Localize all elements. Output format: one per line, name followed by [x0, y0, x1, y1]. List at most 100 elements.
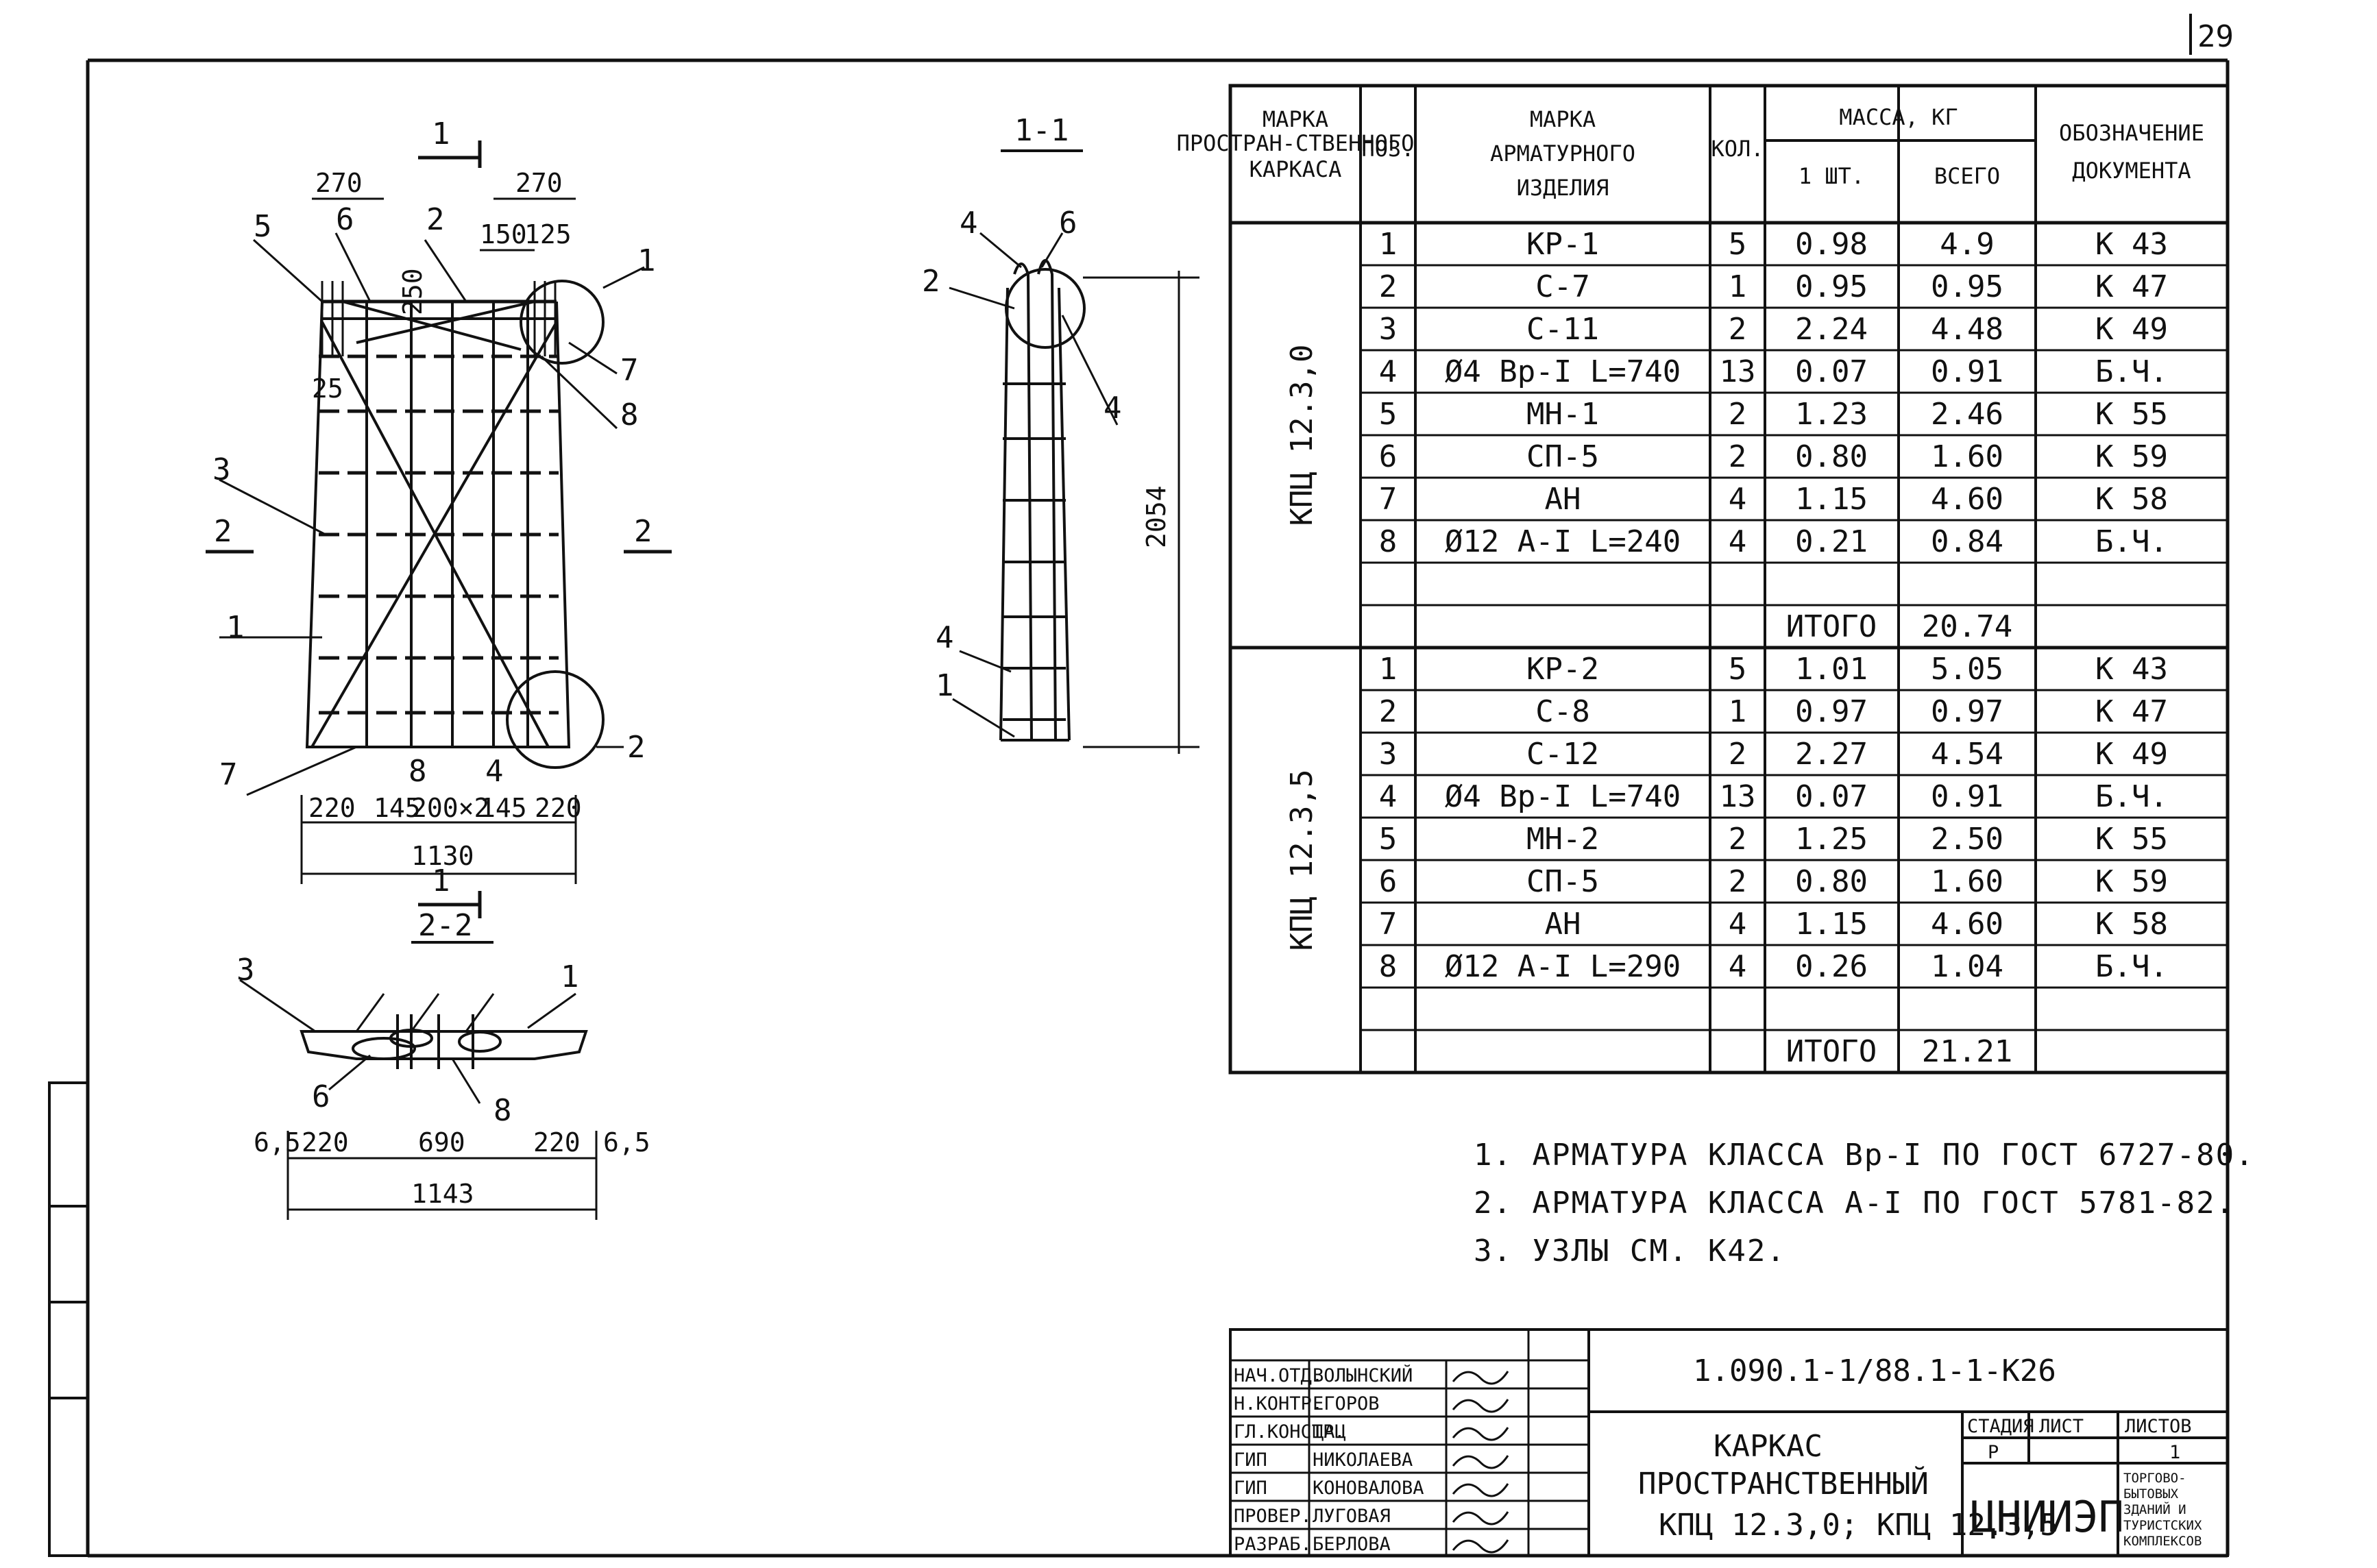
cut-1-bottom: 1	[432, 863, 450, 898]
table-cell-mass-total: 0.97	[1931, 694, 2003, 729]
table-cell-kol: 2	[1729, 822, 1747, 857]
table-cell-marka: СП-5	[1526, 439, 1599, 474]
table-cell-marka: МН-2	[1526, 822, 1599, 857]
table-cell-mass-total: 1.60	[1931, 864, 2003, 899]
note-1: 1. АРМАТУРА КЛАССА Вр-I ПО ГОСТ 6727-80.	[1474, 1138, 2255, 1173]
table-cell-kol: 5	[1729, 652, 1747, 687]
signature-role: ПРОВЕР.	[1234, 1506, 1312, 1527]
table-cell-kol: 4	[1729, 949, 1747, 984]
table-cell-mass-total: 1.04	[1931, 949, 2003, 984]
table-itogo-label: ИТОГО	[1786, 609, 1877, 644]
table-cell-mass-one: 0.26	[1795, 949, 1868, 984]
title-line-2: ПРОСТРАНСТВЕННЫЙ	[1638, 1465, 1929, 1502]
table-cell-marka: С-11	[1526, 312, 1599, 347]
listov-value: 1	[2169, 1442, 2180, 1463]
table-cell-mass-one: 0.97	[1795, 694, 1868, 729]
dim-270-left: 270	[315, 168, 363, 198]
table-cell-mass-one: 0.95	[1795, 269, 1868, 304]
table-cell-doc: Б.Ч.	[2095, 949, 2168, 984]
dim-bottom-220b: 220	[535, 793, 582, 823]
page-number: 29	[2197, 19, 2234, 54]
signature-role: ГЛ.КОНСТР.	[1234, 1421, 1345, 1443]
stadia-value: Р	[1988, 1442, 1999, 1463]
signature-name: ЕГОРОВ	[1313, 1393, 1380, 1414]
title-line-3: КПЦ 12.3,0; КПЦ 12.3,5	[1659, 1508, 2058, 1543]
table-cell-doc: К 47	[2095, 269, 2168, 304]
table-cell-poz: 3	[1379, 737, 1398, 772]
org-sub-2: БЫТОВЫХ	[2123, 1486, 2179, 1502]
cut-2-left: 2	[214, 514, 232, 549]
table-cell-marka: КР-1	[1526, 227, 1599, 262]
table-cell-marka: С-8	[1535, 694, 1589, 729]
dim-150: 150	[480, 219, 527, 249]
table-cell-mass-one: 1.15	[1795, 482, 1868, 517]
table-cell-doc: К 55	[2095, 397, 2168, 432]
note-3: 3. УЗЛЫ СМ. К42.	[1474, 1234, 1786, 1269]
section-1-1-title: 1-1	[1014, 113, 1069, 148]
table-cell-poz: 4	[1379, 354, 1398, 389]
table-cell-mass-total: 4.48	[1931, 312, 2003, 347]
hdr-poz: ПОЗ.	[1361, 136, 1414, 162]
hdr-massa-1: 1 ШТ.	[1799, 163, 1864, 189]
front-pos-4: 4	[485, 754, 504, 789]
table-cell-doc: Б.Ч.	[2095, 354, 2168, 389]
hdr-marka-arm: АРМАТУРНОГО	[1490, 140, 1635, 167]
signature-scribble	[1452, 1371, 1509, 1385]
hdr-marka-prostr: ПРОСТРАН-СТВЕННОГО	[1177, 130, 1415, 156]
table-cell-poz: 6	[1379, 864, 1398, 899]
side-rungs	[1003, 382, 1066, 721]
org-name: ЦНИИЭП	[1971, 1492, 2124, 1542]
table-cell-mass-one: 0.07	[1795, 779, 1868, 814]
table-cell-doc: Б.Ч.	[2095, 524, 2168, 559]
table-cell-kol: 2	[1729, 397, 1747, 432]
table-cell-mass-total: 0.84	[1931, 524, 2003, 559]
side-pos-4-bottom: 4	[936, 620, 954, 655]
signature-role: РАЗРАБ.	[1234, 1534, 1312, 1555]
table-cell-marka: Ø4 Вр-I L=740	[1445, 354, 1681, 389]
side-pos-4-right: 4	[1104, 391, 1122, 426]
org-sub-1: ТОРГОВО-	[2123, 1471, 2186, 1486]
signature-scribble	[1452, 1483, 1509, 1497]
table-cell-mass-total: 2.46	[1931, 397, 2003, 432]
table-cell-poz: 3	[1379, 312, 1398, 347]
hdr-marka-prostr: КАРКАСА	[1250, 156, 1342, 182]
org-sub-4: ТУРИСТСКИХ	[2123, 1518, 2202, 1533]
hdr-marka-prostr: МАРКА	[1263, 106, 1328, 132]
signature-role: ГИП	[1234, 1478, 1267, 1499]
org-sub-3: ЗДАНИЙ И	[2123, 1502, 2186, 1517]
table-cell-marka: КР-2	[1526, 652, 1599, 687]
spec-table: МАРКАПРОСТРАН-СТВЕННОГОКАРКАСАПОЗ.МАРКАА…	[1177, 104, 2204, 1069]
table-cell-poz: 1	[1379, 652, 1398, 687]
table-cell-doc: К 59	[2095, 864, 2168, 899]
dim-25: 25	[312, 373, 343, 404]
side-pos-4-top: 4	[960, 206, 978, 241]
table-cell-poz: 7	[1379, 482, 1398, 517]
hdr-oboznach: ОБОЗНАЧЕНИЕ	[2059, 120, 2204, 146]
front-pos-7-top: 7	[620, 353, 639, 388]
title-block-grid	[1229, 1328, 2229, 1557]
signature-scribble	[1452, 1539, 1509, 1554]
table-cell-poz: 7	[1379, 907, 1398, 942]
table-itogo-value: 20.74	[1922, 609, 2012, 644]
hdr-marka-arm: МАРКА	[1530, 106, 1596, 132]
front-pos-1: 1	[226, 610, 245, 645]
front-pos-2: 2	[426, 202, 445, 237]
dim-250: 250	[398, 268, 428, 315]
signature-name: ЩАЦ	[1313, 1421, 1346, 1443]
table-cell-mass-one: 1.15	[1795, 907, 1868, 942]
signature-name: БЕРЛОВА	[1313, 1534, 1391, 1555]
signature-name: КОНОВАЛОВА	[1313, 1478, 1424, 1499]
dim-125: 125	[524, 219, 572, 249]
front-pos-8: 8	[409, 754, 427, 789]
table-cell-doc: К 55	[2095, 822, 2168, 857]
dim-270-right: 270	[515, 168, 563, 198]
table-cell-kol: 13	[1720, 354, 1756, 389]
hdr-oboznach: ДОКУМЕНТА	[2072, 158, 2191, 184]
table-cell-kol: 4	[1729, 482, 1747, 517]
signature-name: ЛУГОВАЯ	[1313, 1506, 1391, 1527]
table-cell-mass-one: 2.27	[1795, 737, 1868, 772]
sec22-pos-6: 6	[312, 1079, 330, 1114]
sec22-dim-total: 1143	[411, 1179, 474, 1209]
front-pos-2-bottom: 2	[627, 730, 646, 765]
